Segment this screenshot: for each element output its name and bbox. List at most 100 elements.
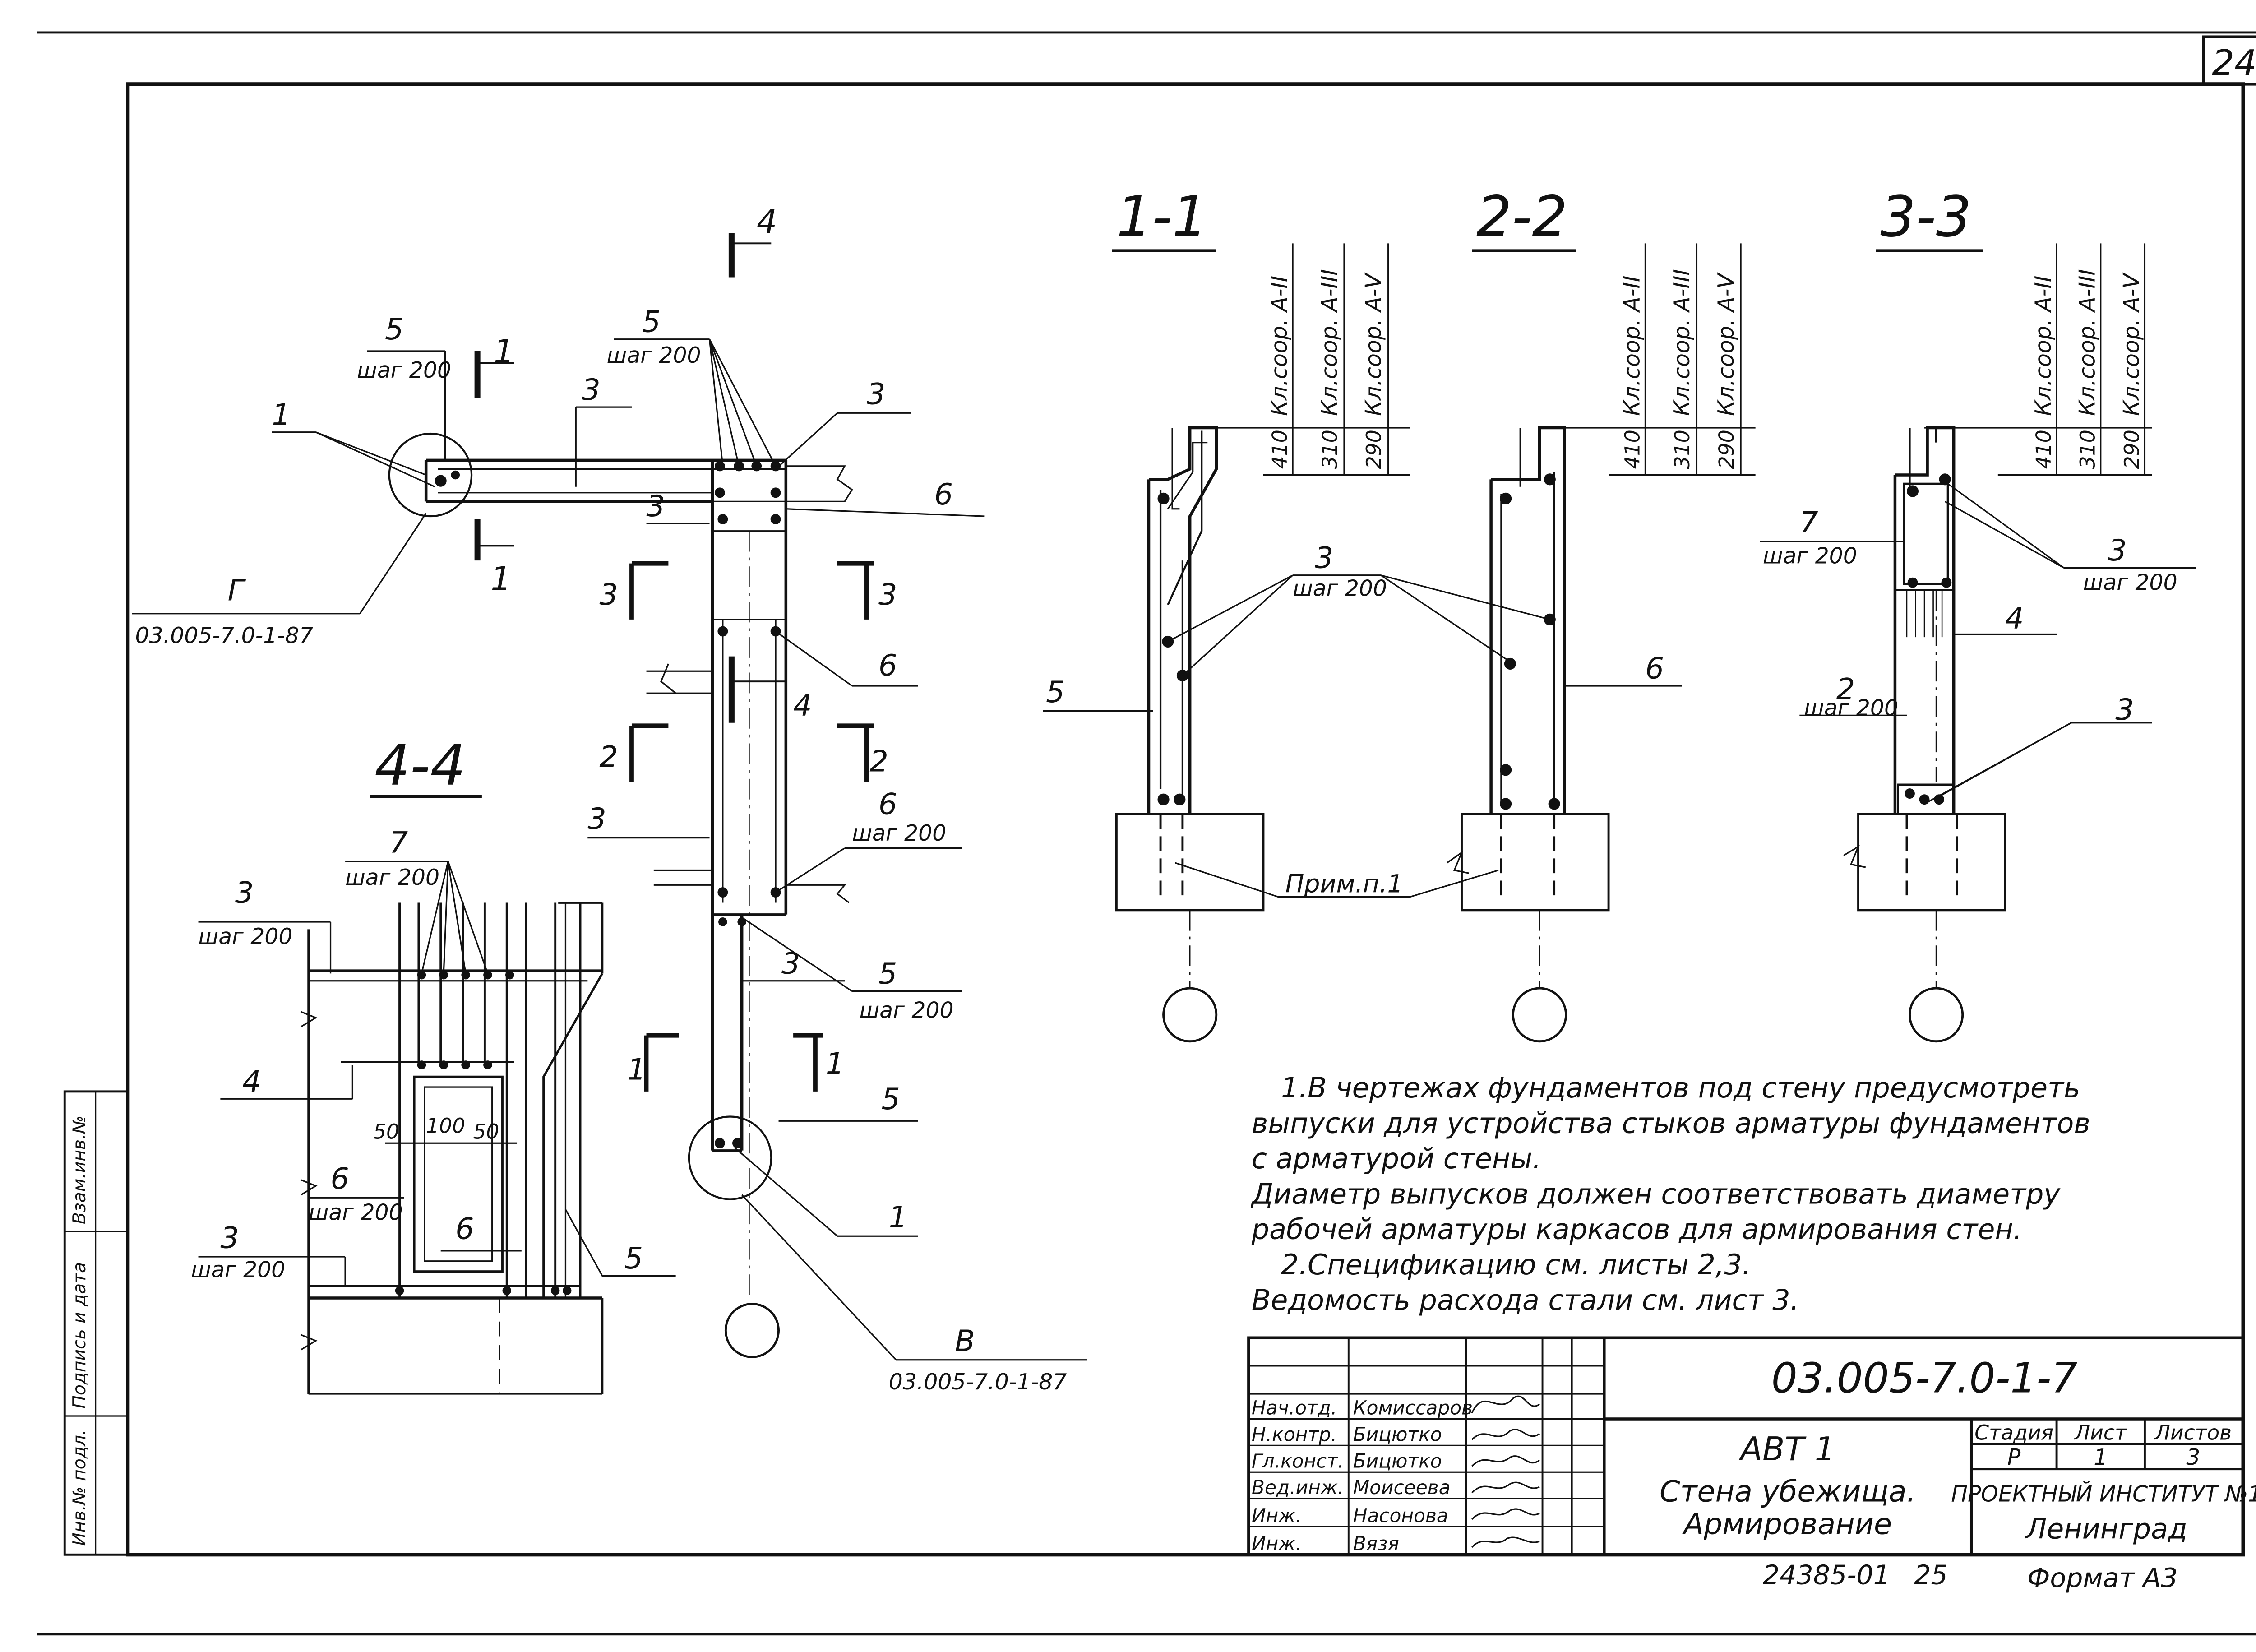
s33-callout-7: 7 bbox=[1799, 505, 1818, 540]
s33-callout-2: 2 bbox=[1836, 672, 1855, 706]
s11-c310: 310 bbox=[1318, 430, 1342, 469]
archive-page: 25 bbox=[1914, 1559, 1948, 1591]
cut1-right: 1 bbox=[826, 1047, 844, 1081]
s33-callout-4: 4 bbox=[2005, 601, 2024, 635]
callout-3-low: 3 bbox=[587, 802, 606, 836]
sig-role-2: Гл.конст. bbox=[1252, 1450, 1344, 1472]
section-4-4: 4-4 bbox=[191, 733, 676, 1395]
stage-value: Р bbox=[2007, 1444, 2021, 1470]
cut2-left: 2 bbox=[599, 740, 618, 774]
section-1-1-title: 1-1 bbox=[1116, 185, 1207, 250]
cut2-right: 2 bbox=[869, 744, 888, 778]
callout-1-node: 1 bbox=[889, 1200, 907, 1234]
step-5-top: шаг 200 bbox=[607, 342, 701, 368]
s11-c410: 410 bbox=[1268, 430, 1292, 469]
s33-k3: Кл.соор. А-III bbox=[2075, 269, 2100, 416]
cut4-label-mid: 4 bbox=[793, 688, 812, 722]
s33-callout-3-bottom: 3 bbox=[2115, 693, 2134, 727]
s22-c410: 410 bbox=[1621, 430, 1645, 469]
note-ref-label: Прим.п.1 bbox=[1285, 870, 1403, 898]
sig-name-5: Вязя bbox=[1353, 1532, 1399, 1555]
section-2-2: 2-2 Кл.соор. А-II Кл.соор. А-III Кл.соор… bbox=[1446, 185, 1756, 1043]
doc-code: 03.005-7.0-1-7 bbox=[1771, 1354, 2078, 1402]
side-stamp: Инв.№ подл. Подпись и дата Взам.инв.№ bbox=[63, 1090, 129, 1556]
s44-step-3-bottom: шаг 200 bbox=[191, 1257, 285, 1283]
s11-k2: Кл.соор. А-II bbox=[1267, 276, 1292, 416]
section-3-3: 3-3 Кл.соор. А-II Кл.соор. А-III Кл.соор… bbox=[1760, 185, 2196, 1043]
callout-3-bottom: 3 bbox=[781, 946, 800, 981]
callout-5-node: 5 bbox=[881, 1082, 900, 1116]
sig-role-0: Нач.отд. bbox=[1252, 1397, 1337, 1419]
s11-callout-5: 5 bbox=[1046, 675, 1064, 709]
section-3-3-title: 3-3 bbox=[1880, 185, 1971, 250]
org-city: Ленинград bbox=[2025, 1512, 2187, 1545]
plan-view: 4 1 1 4 3 3 2 2 1 1 5 шаг 200 1 3 bbox=[132, 203, 1087, 1395]
inv-podl-label: Инв.№ подл. bbox=[69, 1430, 90, 1546]
s11-k5: Кл.соор. А-V bbox=[1361, 272, 1387, 416]
note-line-6: 2.Спецификацию см. листы 2,3. bbox=[1281, 1248, 1751, 1281]
note-line-5: рабочей арматуры каркасов для армировани… bbox=[1251, 1213, 2022, 1246]
note-line-2: выпуски для устройства стыков арматуры ф… bbox=[1252, 1106, 2090, 1139]
drawing-frame bbox=[126, 82, 2245, 1557]
step-6-low: шаг 200 bbox=[852, 820, 946, 846]
sig-role-4: Инж. bbox=[1252, 1504, 1302, 1527]
dim-100: 100 bbox=[426, 1114, 465, 1138]
title-line-1: АВТ 1 bbox=[1738, 1430, 1835, 1468]
s44-step-3-top: шаг 200 bbox=[199, 924, 293, 949]
step-5-top-left: шаг 200 bbox=[357, 357, 451, 383]
s33-step-2: шаг 200 bbox=[1804, 695, 1898, 721]
sheets-label: Листов bbox=[2154, 1421, 2232, 1444]
note-line-4: Диаметр выпусков должен соответствовать … bbox=[1250, 1177, 2061, 1210]
callout-3-right: 3 bbox=[867, 377, 885, 412]
sig-role-1: Н.контр. bbox=[1252, 1423, 1337, 1445]
s44-callout-6-left: 6 bbox=[331, 1161, 349, 1196]
section-2-2-title: 2-2 bbox=[1476, 185, 1567, 250]
cut3-left: 3 bbox=[599, 578, 618, 612]
s44-callout-7: 7 bbox=[389, 825, 408, 860]
callout-5-top-left: 5 bbox=[385, 312, 403, 347]
sig-name-2: Бицютко bbox=[1353, 1450, 1442, 1472]
s33-c310: 310 bbox=[2076, 430, 2100, 469]
s22-c290: 290 bbox=[1715, 430, 1738, 469]
callout-5-top: 5 bbox=[642, 305, 661, 339]
s44-callout-6-right: 6 bbox=[455, 1212, 474, 1246]
node-v-label: В bbox=[955, 1324, 975, 1358]
callout-6-top: 6 bbox=[934, 477, 953, 512]
s33-c410: 410 bbox=[2032, 430, 2056, 469]
s33-k5: Кл.соор. А-V bbox=[2118, 272, 2144, 416]
sig-role-3: Вед.инж. bbox=[1252, 1476, 1344, 1499]
org-name: ПРОЕКТНЫЙ ИНСТИТУТ №1 bbox=[1951, 1480, 2256, 1507]
s33-k2: Кл.соор. А-II bbox=[2030, 276, 2056, 416]
callout-6-mid: 6 bbox=[878, 648, 897, 683]
s11-c290: 290 bbox=[1362, 430, 1386, 469]
callout-1-left: 1 bbox=[272, 398, 290, 432]
s44-callout-5: 5 bbox=[624, 1241, 643, 1276]
s22-callout-6: 6 bbox=[1645, 652, 1664, 686]
cut1-label-bot: 1 bbox=[490, 560, 511, 597]
shared-step-3: шаг 200 bbox=[1293, 575, 1387, 601]
sheet-number: 24 bbox=[2212, 43, 2256, 84]
cut1-label-top: 1 bbox=[494, 333, 514, 370]
sig-name-1: Бицютко bbox=[1353, 1423, 1442, 1445]
callout-3-mid: 3 bbox=[647, 489, 665, 523]
title-block: Нач.отд. Комиссаров Н.контр. Бицютко Гл.… bbox=[1247, 1336, 2256, 1556]
sig-name-0: Комиссаров bbox=[1353, 1397, 1473, 1419]
note-line-7: Ведомость расхода стали см. лист 3. bbox=[1252, 1284, 1799, 1317]
step-5-bottom: шаг 200 bbox=[860, 997, 954, 1023]
node-g-label: Г bbox=[228, 573, 246, 607]
sig-name-3: Моисеева bbox=[1353, 1476, 1451, 1499]
s11-k3: Кл.соор. А-III bbox=[1317, 269, 1342, 416]
s22-k2: Кл.соор. А-II bbox=[1619, 276, 1645, 416]
callout-5-bottom: 5 bbox=[878, 957, 897, 991]
node-g-ref: 03.005-7.0-1-87 bbox=[135, 623, 314, 648]
sig-role-5: Инж. bbox=[1252, 1532, 1302, 1555]
sheet-number-box bbox=[2202, 35, 2256, 86]
s44-callout-4: 4 bbox=[242, 1064, 261, 1099]
callout-3-top: 3 bbox=[582, 373, 600, 407]
cut4-label-top: 4 bbox=[757, 203, 777, 241]
dim-50-left: 50 bbox=[373, 1120, 399, 1143]
title-line-3: Армирование bbox=[1682, 1507, 1892, 1541]
s22-k5: Кл.соор. А-V bbox=[1713, 272, 1739, 416]
vzam-label: Взам.инв.№ bbox=[69, 1115, 90, 1224]
